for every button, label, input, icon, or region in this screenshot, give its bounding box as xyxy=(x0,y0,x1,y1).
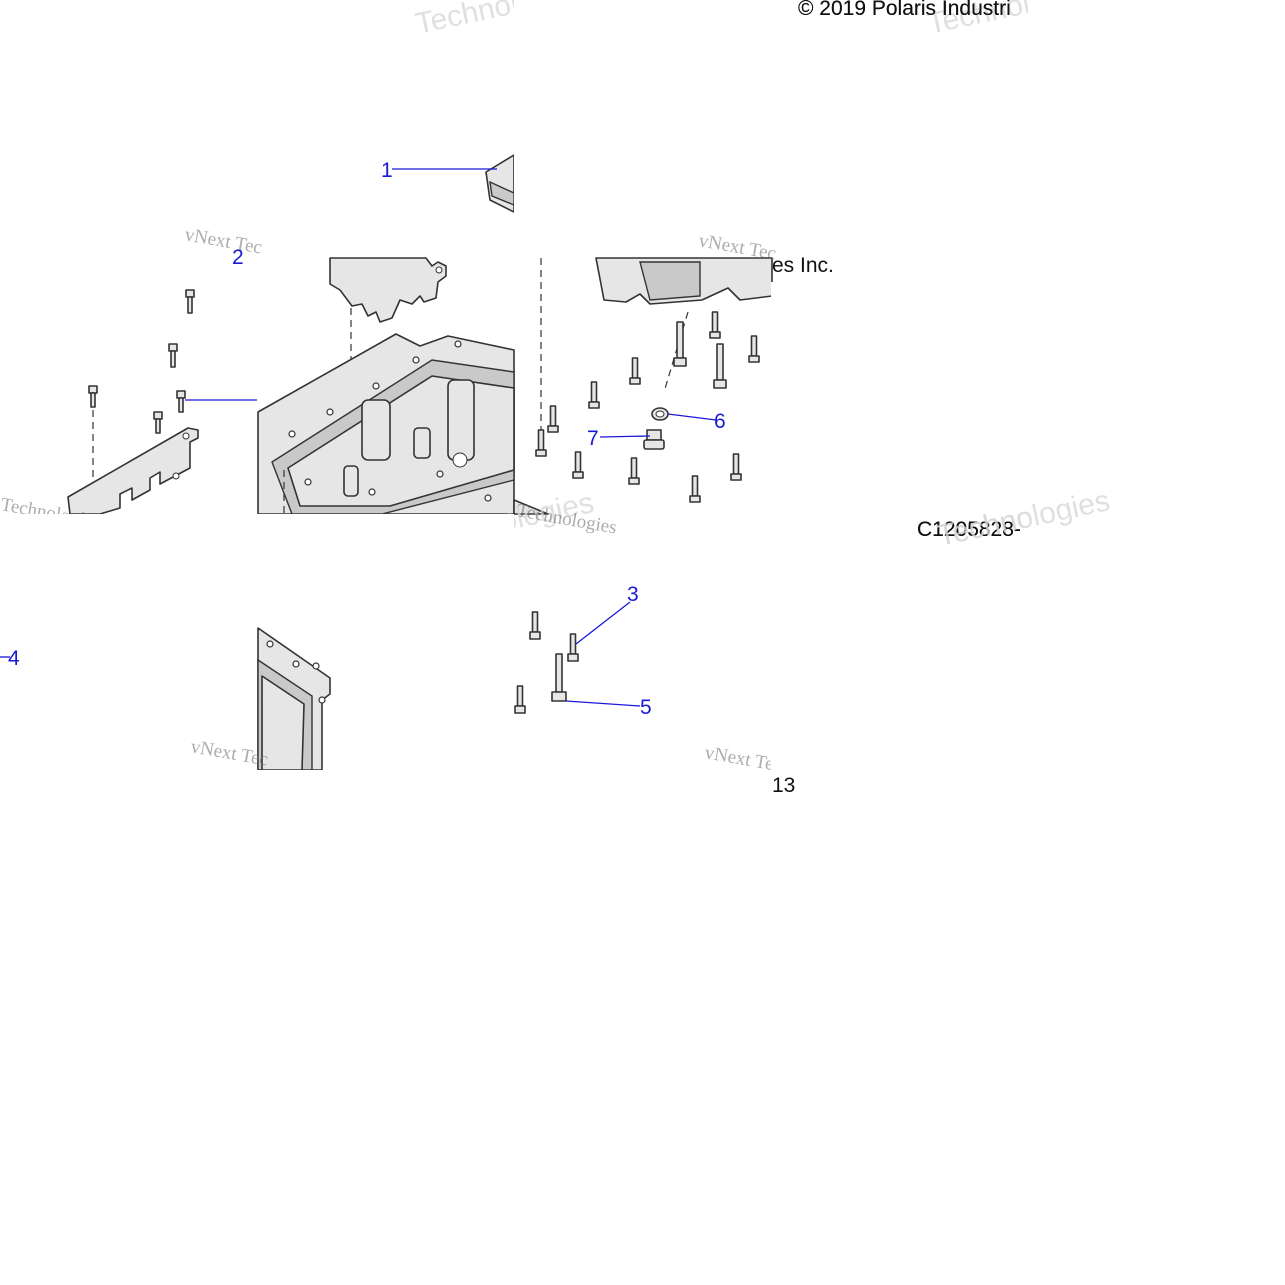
oil-sump-lower xyxy=(595,257,773,305)
copyright-fragment: es Inc. xyxy=(772,254,834,277)
drain-plug xyxy=(643,429,665,450)
drawing-code-visible: C1205828- xyxy=(917,518,1021,541)
oil-pan-upper xyxy=(257,333,515,515)
callout-7: 7 xyxy=(587,427,599,450)
heat-shield-bracket xyxy=(67,427,199,515)
copyright-text: © 2019 Polaris Industri xyxy=(798,0,1011,20)
callout-4: 4 xyxy=(8,647,20,670)
upper-shield xyxy=(329,257,447,323)
pan-bolts xyxy=(514,611,579,714)
callout-2: 2 xyxy=(232,246,244,269)
callout-5: 5 xyxy=(640,696,652,719)
sump-bolts xyxy=(535,311,760,503)
copyright-text-visible: © 2019 Polaris Industri xyxy=(798,0,1011,20)
cover-fragment-top xyxy=(485,154,515,213)
svg-text:vNext Tec: vNext Tec xyxy=(183,224,263,258)
drawing-code: C1205828- xyxy=(917,518,1021,541)
callout-3: 3 xyxy=(627,583,639,606)
sealing-washer xyxy=(651,407,669,421)
callout-6: 6 xyxy=(714,410,726,433)
bracket-bolts xyxy=(88,289,195,434)
page-number-visible: 13 xyxy=(772,774,795,797)
callout-1: 1 xyxy=(381,159,393,182)
